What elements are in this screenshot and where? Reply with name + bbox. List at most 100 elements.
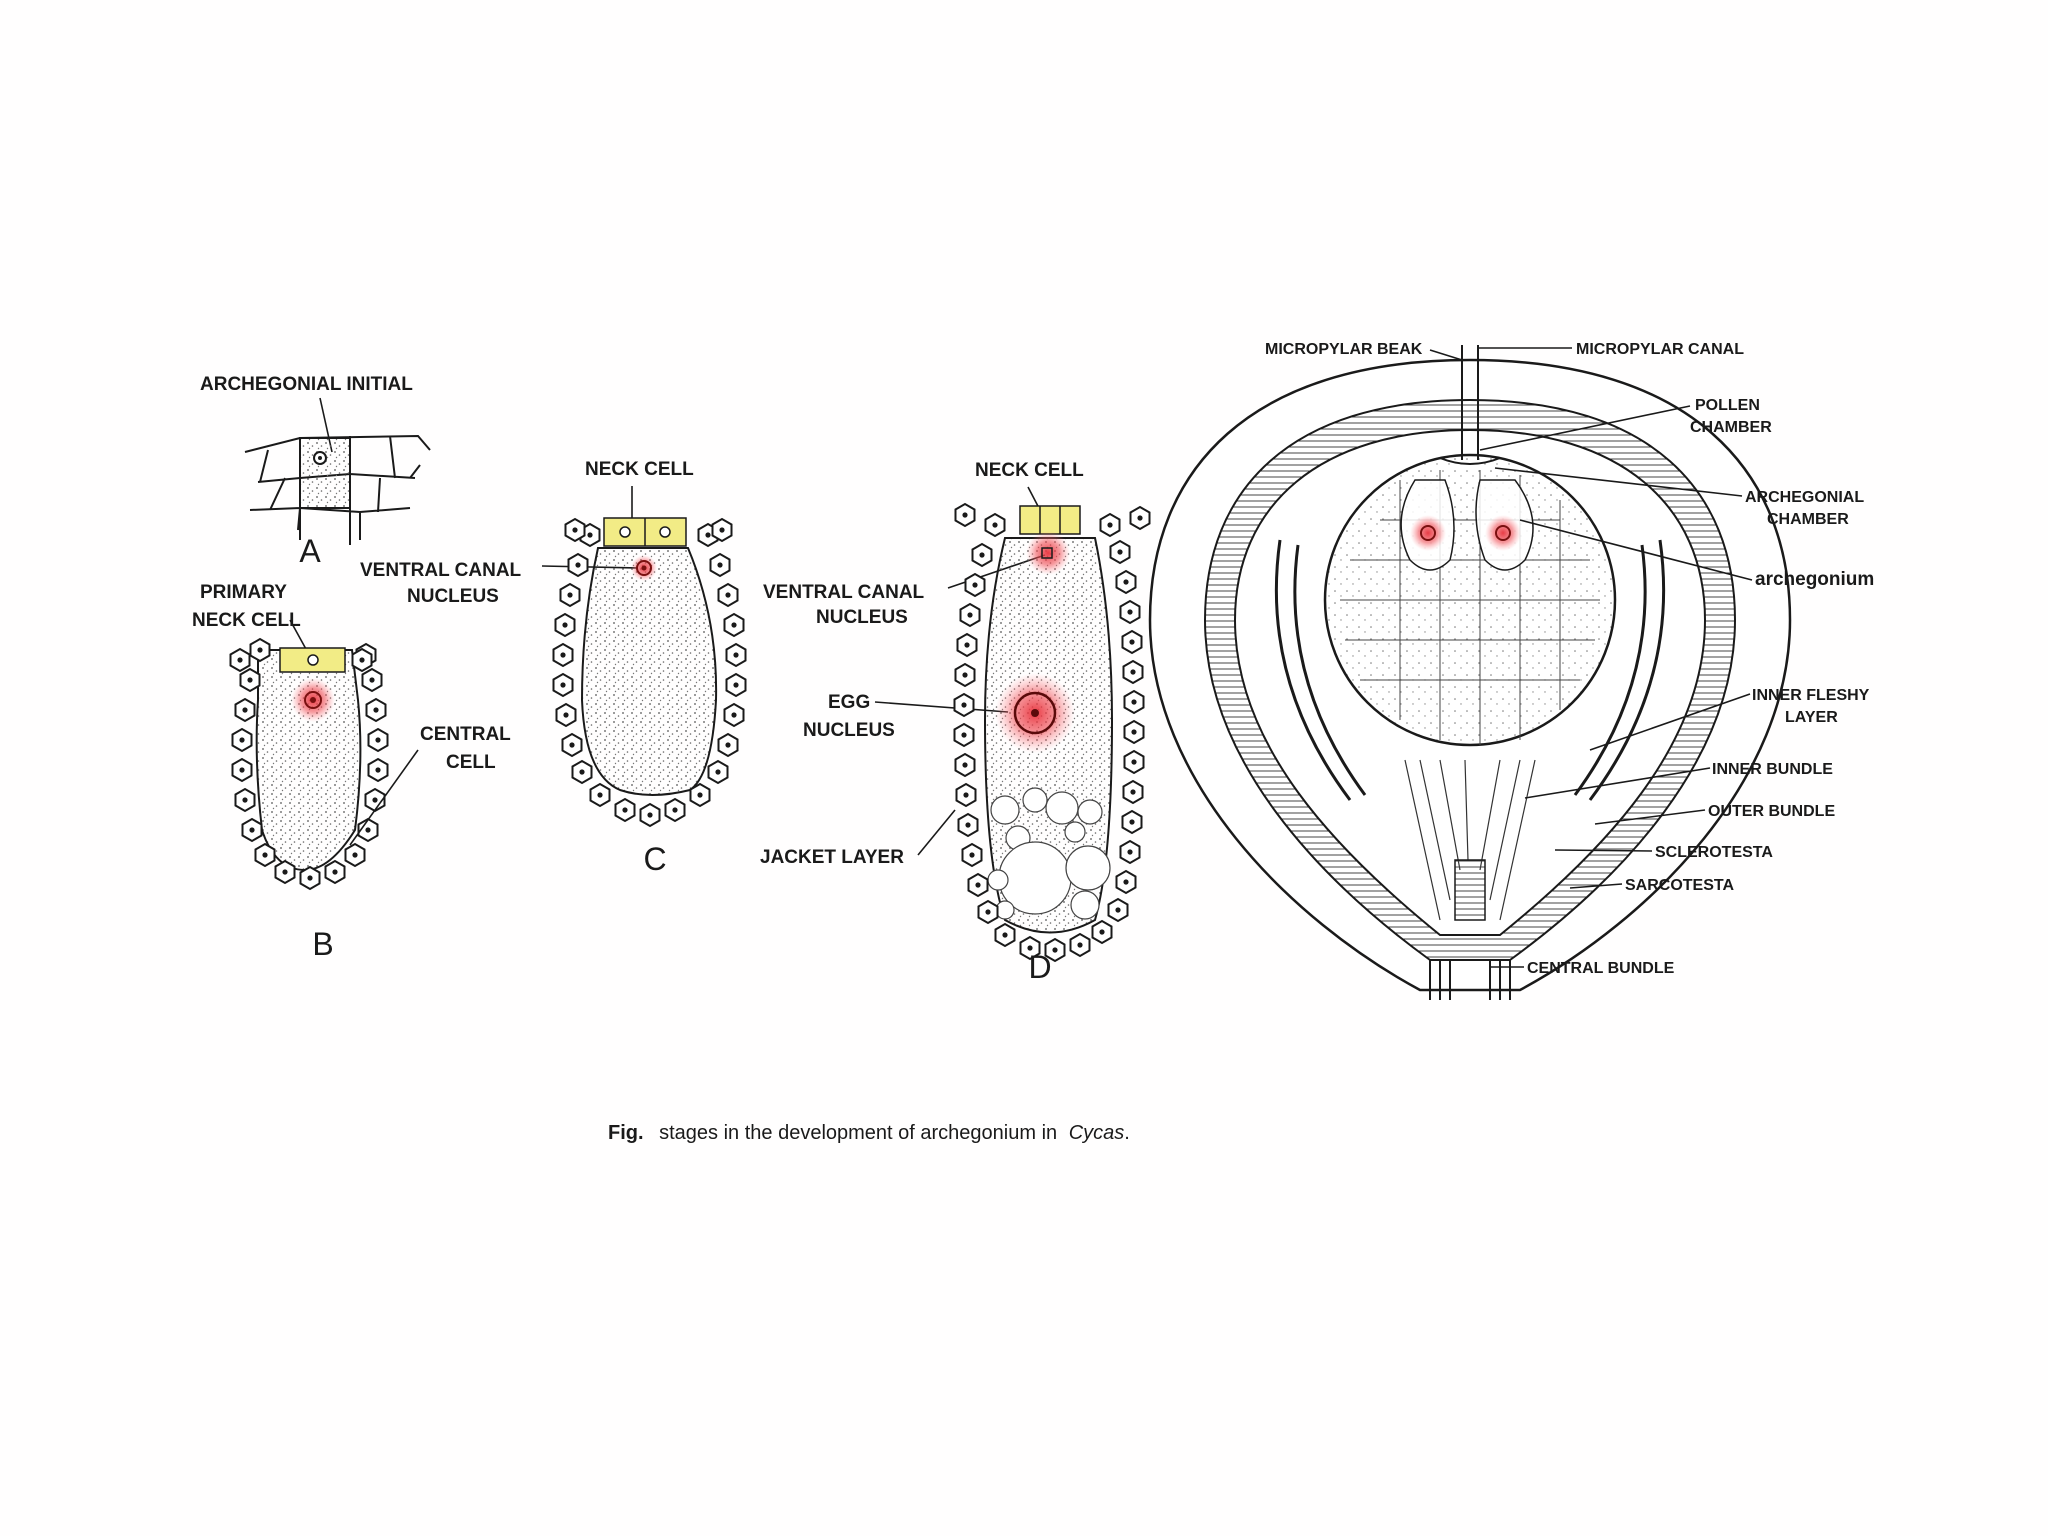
jacket-cell-nucleus	[332, 869, 338, 875]
jacket-layer-leader	[917, 809, 956, 856]
jacket-cell-nucleus	[572, 527, 578, 533]
jacket-cell-nucleus	[731, 712, 737, 718]
jacket-cell-nucleus	[672, 807, 678, 813]
jacket-cell-nucleus	[1137, 515, 1143, 521]
jacket-cell-nucleus	[567, 592, 573, 598]
pollen-chamber	[1439, 457, 1501, 465]
jacket-cell-nucleus	[725, 592, 731, 598]
neck-cells-d	[1019, 505, 1081, 535]
jacket-cell-nucleus	[1077, 942, 1083, 948]
pollen-chamber-label-2: CHAMBER	[1690, 419, 1772, 436]
jacket-cell-nucleus	[962, 512, 968, 518]
jacket-cell-nucleus	[733, 652, 739, 658]
primary-neck-cell-label-2: NECK CELL	[192, 610, 301, 631]
jacket-cell-nucleus	[560, 652, 566, 658]
jacket-cell-nucleus	[967, 612, 973, 618]
gametophyte-cells	[1340, 470, 1600, 745]
neck-cell-label-c: NECK CELL	[585, 459, 694, 480]
jacket-cell-nucleus	[1127, 609, 1133, 615]
central-cell-label-1: CENTRAL	[420, 724, 511, 745]
jacket-cell-nucleus	[1115, 907, 1121, 913]
stage-b-letter: B	[312, 926, 333, 962]
jacket-cell-nucleus	[733, 682, 739, 688]
jacket-cell-nucleus	[239, 767, 245, 773]
ovule-section: MICROPYLAR BEAK MICROPYLAR CANAL POLLEN …	[1148, 341, 1874, 1000]
jacket-cell-nucleus	[242, 707, 248, 713]
central-cell-label-2: CELL	[446, 752, 496, 773]
jacket-cell-nucleus	[369, 677, 375, 683]
central-cell-nucleus	[304, 691, 322, 709]
jacket-cell-nucleus	[1129, 639, 1135, 645]
stage-d-letter: D	[1028, 949, 1051, 985]
jacket-cell-nucleus	[622, 807, 628, 813]
caption-text: stages in the development of archegonium…	[659, 1122, 1057, 1144]
jacket-cell-nucleus	[587, 532, 593, 538]
caption-prefix: Fig.	[608, 1122, 644, 1144]
jacket-cell-nucleus	[705, 532, 711, 538]
jacket-cell-nucleus	[1027, 945, 1033, 951]
jacket-cell-nucleus	[560, 682, 566, 688]
jacket-cell-nucleus	[1130, 789, 1136, 795]
archegonial-chamber-label-1: ARCHEGONIAL	[1745, 489, 1864, 506]
jacket-cell-nucleus	[979, 552, 985, 558]
stage-c: NECK CELL VENTRAL CANAL NUCLEUS C	[360, 459, 747, 877]
sclerotesta-label: SCLEROTESTA	[1655, 844, 1773, 861]
jacket-cell-nucleus	[282, 869, 288, 875]
jacket-cell-nucleus	[1099, 929, 1105, 935]
jacket-cell-nucleus	[719, 527, 725, 533]
vacuoles-d	[987, 787, 1111, 920]
inner-fleshy-layer-label-1: INNER FLESHY	[1752, 687, 1870, 704]
ventral-canal-label-c-1: VENTRAL CANAL	[360, 560, 522, 581]
primary-neck-cell-label-1: PRIMARY	[200, 582, 287, 603]
chalazal-strands	[1404, 759, 1536, 921]
jacket-cell-nucleus	[985, 909, 991, 915]
jacket-cell-nucleus	[562, 622, 568, 628]
stage-a: ARCHEGONIAL INITIAL A	[200, 374, 431, 569]
jacket-cell-nucleus	[962, 672, 968, 678]
jacket-cell-nucleus	[375, 767, 381, 773]
jacket-layer-label: JACKET LAYER	[760, 847, 904, 868]
stage-d-jacket-layer	[953, 502, 1151, 963]
archegonium-label: archegonium	[1755, 569, 1874, 590]
archegonial-chamber-label-2: CHAMBER	[1767, 511, 1849, 528]
stage-a-letter: A	[299, 533, 321, 569]
jacket-cell-nucleus	[239, 737, 245, 743]
central-cell-leader	[349, 749, 419, 846]
egg-nucleus-right	[1495, 525, 1511, 541]
jacket-cell-nucleus	[969, 852, 975, 858]
jacket-cell-nucleus	[725, 742, 731, 748]
jacket-cell-nucleus	[964, 642, 970, 648]
stage-c-jacket-layer	[552, 517, 747, 828]
central-bundle-stalk	[1429, 960, 1511, 1000]
micropylar-beak	[1461, 345, 1479, 460]
jacket-cell-nucleus	[249, 827, 255, 833]
ventral-canal-nucleus-d	[1041, 547, 1053, 559]
caption-end: .	[1124, 1122, 1130, 1144]
sarcotesta-label: SARCOTESTA	[1625, 877, 1734, 894]
jacket-cell-nucleus	[972, 582, 978, 588]
jacket-cell-nucleus	[717, 562, 723, 568]
ventral-canal-nucleus-d-glow	[1026, 531, 1070, 575]
micropylar-beak-label: MICROPYLAR BEAK	[1265, 341, 1423, 358]
jacket-cell-nucleus	[563, 712, 569, 718]
jacket-cell-nucleus	[731, 622, 737, 628]
jacket-cell-nucleus	[965, 822, 971, 828]
jacket-cell-nucleus	[1131, 759, 1137, 765]
jacket-cell-nucleus	[307, 875, 313, 881]
jacket-cell-nucleus	[1117, 549, 1123, 555]
jacket-cell-nucleus	[992, 522, 998, 528]
jacket-cell-nucleus	[962, 762, 968, 768]
jacket-cell-nucleus	[372, 797, 378, 803]
jacket-cell-nucleus	[365, 827, 371, 833]
jacket-cell-nucleus	[242, 797, 248, 803]
jacket-cell-nucleus	[961, 732, 967, 738]
archegonial-initial-cell	[299, 437, 351, 509]
jacket-cell-nucleus	[569, 742, 575, 748]
jacket-cell-nucleus	[1107, 522, 1113, 528]
stage-a-cells	[244, 434, 431, 545]
jacket-cell-nucleus	[647, 812, 653, 818]
jacket-cell-nucleus	[247, 677, 253, 683]
central-bundle-label: CENTRAL BUNDLE	[1527, 960, 1675, 977]
jacket-cell-nucleus	[1123, 579, 1129, 585]
